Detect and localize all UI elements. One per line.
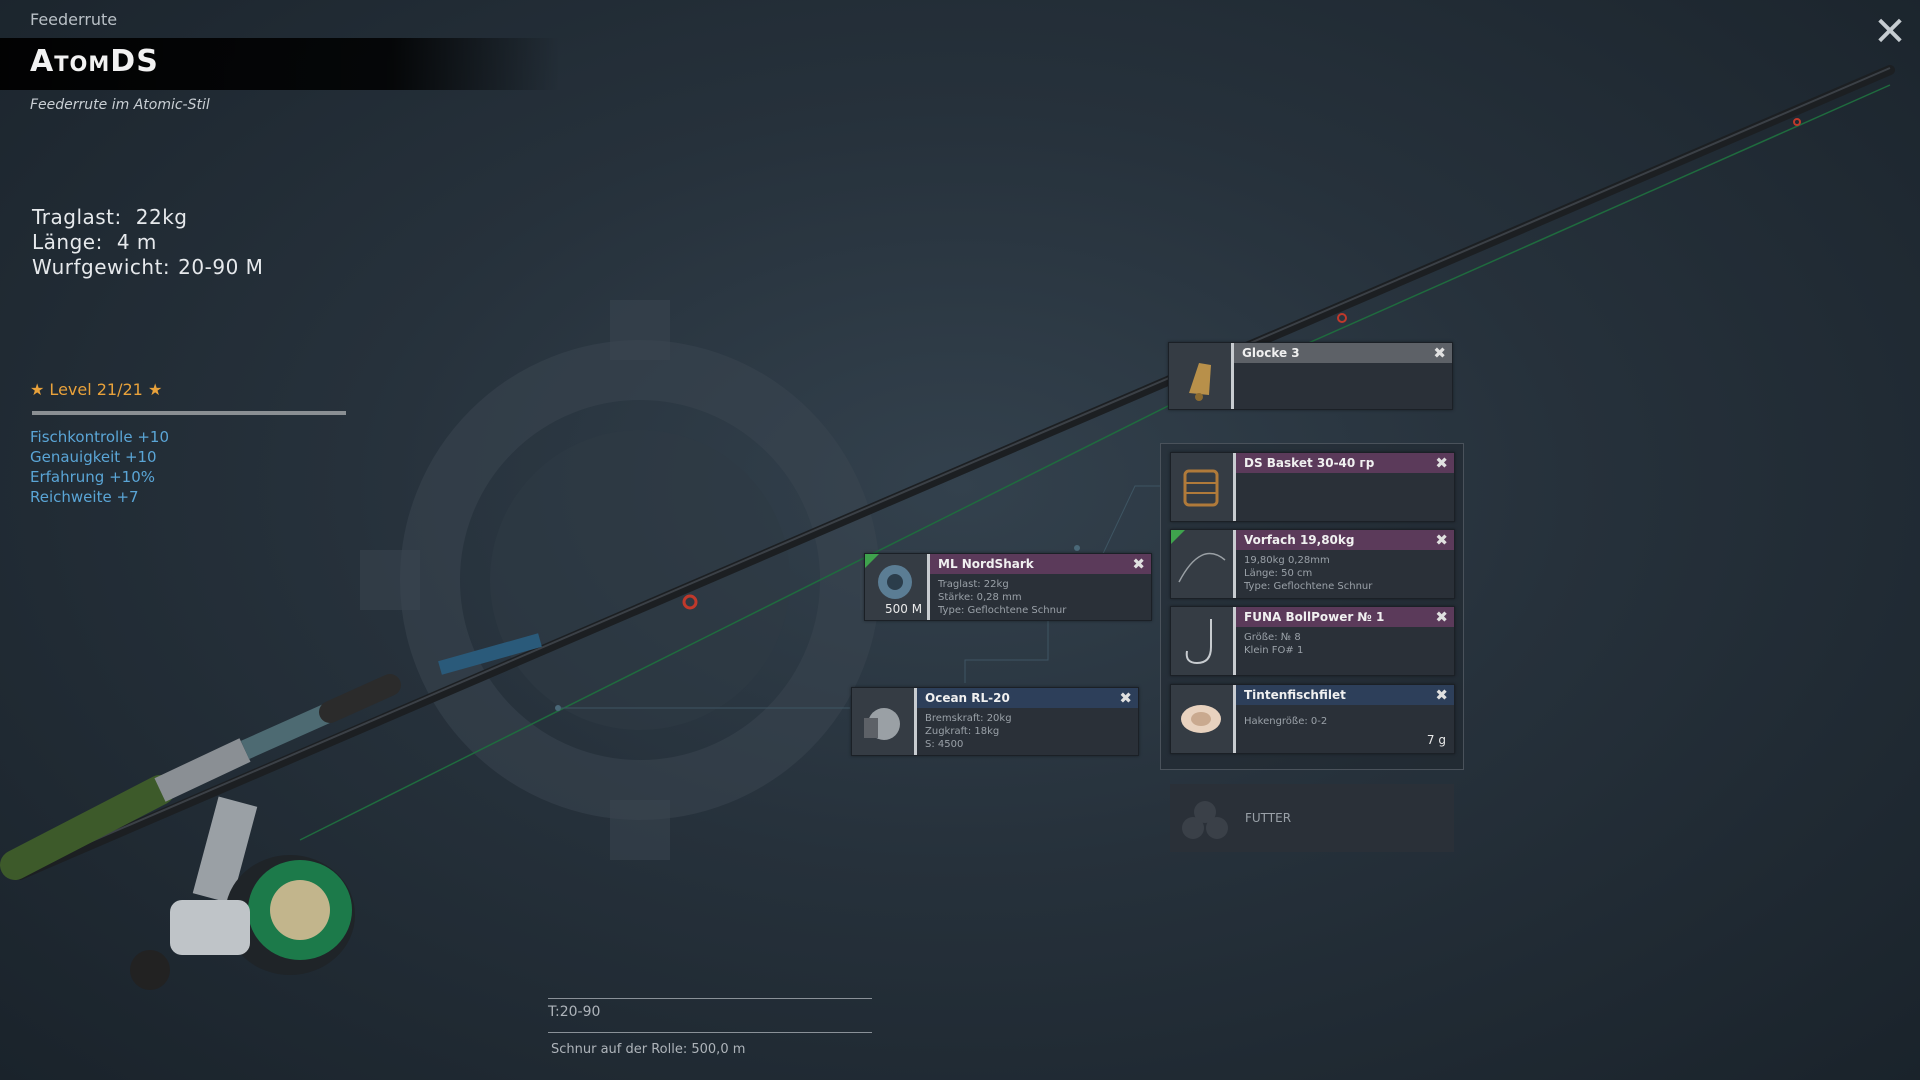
bait-name: Tintenfischfilet [1236, 685, 1454, 705]
remove-icon[interactable]: ✖ [1435, 608, 1448, 626]
hook-icon [1171, 607, 1236, 675]
feeder-name: DS Basket 30-40 гр [1236, 453, 1454, 473]
category-label: Feederrute [30, 10, 118, 29]
leader-name: Vorfach 19,80kg [1236, 530, 1454, 550]
rod-guide [682, 594, 698, 610]
stat-line: Stärke: 0,28 mm [938, 592, 1022, 603]
bait-slot[interactable]: Tintenfischfilet ✖ Hakengröße: 0-2 7 g [1170, 684, 1455, 754]
reel-slot[interactable]: Ocean RL-20 ✖ Bremskraft: 20kg Zugkraft:… [851, 687, 1139, 756]
bonus-fish-control: Fischkontrolle +10 [30, 428, 169, 446]
bonus-accuracy: Genauigkeit +10 [30, 448, 157, 466]
leader-stats: 19,80kg 0,28mm Länge: 50 cm Type: Gefloc… [1244, 554, 1372, 593]
stat-load: Traglast: 22kg [32, 205, 188, 229]
hook-slot[interactable]: FUNA BollPower № 1 ✖ Größe: № 8 Klein FO… [1170, 606, 1455, 676]
stat-line: Klein FO# 1 [1244, 645, 1304, 656]
bait-weight: 7 g [1426, 733, 1446, 747]
remove-icon[interactable]: ✖ [1433, 344, 1446, 362]
feeder-slot[interactable]: DS Basket 30-40 гр ✖ [1170, 452, 1455, 522]
squid-bait-icon [1171, 685, 1236, 753]
line-slot[interactable]: ML NordShark ✖ Traglast: 22kg Stärke: 0,… [864, 553, 1152, 621]
stat-label: Länge: [32, 230, 103, 254]
remove-icon[interactable]: ✖ [1119, 689, 1132, 707]
reel-graphic [130, 796, 355, 990]
line-stats: Traglast: 22kg Stärke: 0,28 mm Type: Gef… [938, 578, 1066, 617]
bonus-range: Reichweite +7 [30, 488, 139, 506]
stat-value: 22kg [135, 205, 188, 229]
level-text: ★ Level 21/21 ★ [30, 380, 163, 399]
stat-label: Traglast: [32, 205, 122, 229]
bell-icon [1169, 343, 1234, 409]
rod-handle [0, 775, 175, 880]
rod-blank [15, 65, 1895, 880]
stat-label: Wurfgewicht: [32, 255, 171, 279]
remove-icon[interactable]: ✖ [1435, 686, 1448, 704]
reel-icon [852, 688, 917, 755]
remove-icon[interactable]: ✖ [1435, 454, 1448, 472]
stat-value: 20-90 M [178, 255, 264, 279]
stat-line: Hakengröße: 0-2 [1244, 716, 1328, 727]
line-on-reel: Schnur auf der Rolle: 500,0 m [551, 1042, 746, 1057]
stat-line: Traglast: 22kg [938, 579, 1009, 590]
stat-line: 19,80kg 0,28mm [1244, 555, 1330, 566]
stat-line: Größe: № 8 [1244, 632, 1301, 643]
groundbait-slot[interactable] [1170, 784, 1454, 852]
stat-casting-weight: Wurfgewicht: 20-90 M [32, 255, 263, 279]
leader-slot[interactable]: Vorfach 19,80kg ✖ 19,80kg 0,28mm Länge: … [1170, 529, 1455, 599]
stat-line: Zugkraft: 18kg [925, 726, 1000, 737]
item-subtitle: Feederrute im Atomic-Stil [30, 97, 210, 113]
close-icon[interactable]: ✕ [1873, 9, 1907, 55]
rod-guide [1793, 118, 1801, 126]
stat-line: Länge: 50 cm [1244, 568, 1313, 579]
bell-slot[interactable]: Glocke 3 ✖ [1168, 342, 1453, 410]
test-rating: T:20-90 [548, 998, 872, 1020]
line-length: 500 M [885, 602, 923, 616]
stat-value: 4 m [116, 230, 157, 254]
bonus-experience: Erfahrung +10% [30, 468, 156, 486]
hook-name: FUNA BollPower № 1 [1236, 607, 1454, 627]
reel-name: Ocean RL-20 [917, 688, 1138, 708]
stat-line: Bremskraft: 20kg [925, 713, 1012, 724]
title-bar [0, 38, 560, 90]
remove-icon[interactable]: ✖ [1132, 555, 1145, 573]
remove-icon[interactable]: ✖ [1435, 531, 1448, 549]
item-name: AtomDS [30, 44, 159, 79]
line-name: ML NordShark [930, 554, 1151, 574]
bait-stats: Hakengröße: 0-2 [1244, 715, 1327, 728]
groundbait-label: FUTTER [1245, 811, 1292, 825]
stat-line: S: 4500 [925, 739, 964, 750]
quality-marker [1171, 530, 1185, 544]
feeder-basket-icon [1171, 453, 1236, 521]
stat-line: Type: Geflochtene Schnur [1244, 581, 1373, 592]
level-progress-bar [32, 411, 346, 415]
divider [548, 1032, 872, 1033]
stat-line: Type: Geflochtene Schnur [938, 605, 1067, 616]
groundbait-icon [1182, 801, 1228, 839]
bell-name: Glocke 3 [1234, 343, 1452, 363]
hook-stats: Größe: № 8 Klein FO# 1 [1244, 631, 1303, 657]
quality-marker [865, 554, 879, 568]
stat-length: Länge: 4 m [32, 230, 157, 254]
reel-stats: Bremskraft: 20kg Zugkraft: 18kg S: 4500 [925, 712, 1012, 751]
rod-decor [438, 633, 542, 675]
rod-guide [1337, 313, 1347, 323]
